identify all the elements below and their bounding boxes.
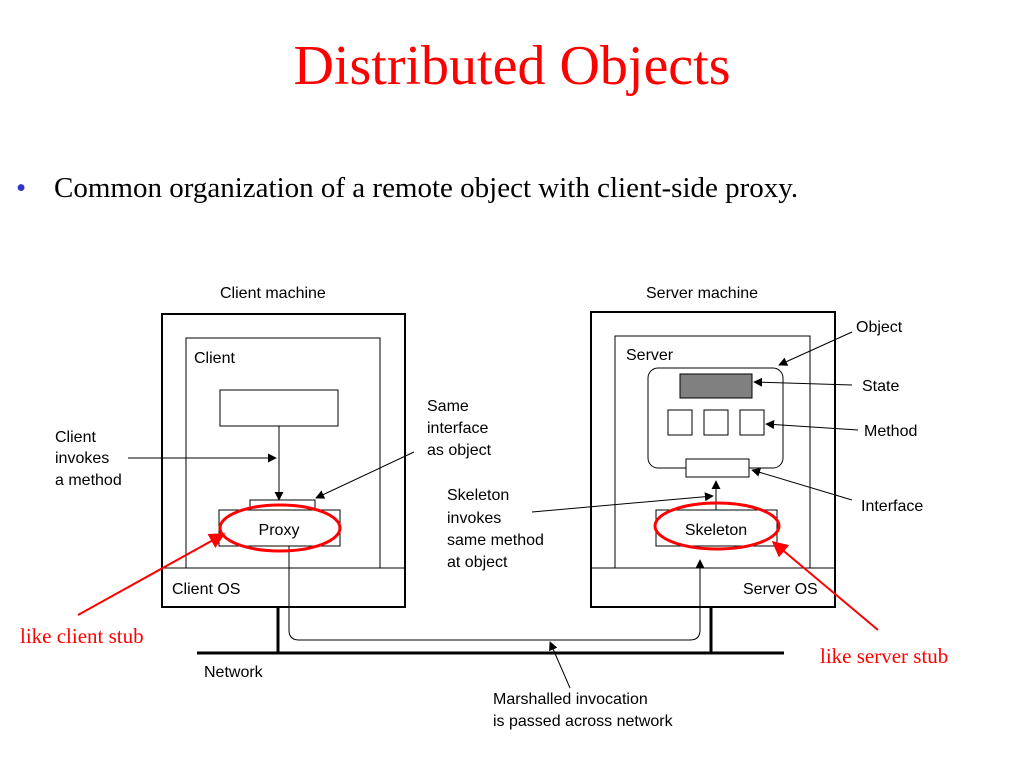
skeleton-invokes-line-1: Skeleton (447, 487, 509, 504)
same-interface-line-3: as object (427, 442, 492, 459)
skeleton-invokes-arrow (531, 492, 714, 513)
skeleton-invokes-line-4: at object (447, 554, 508, 571)
server-stub-annotation: like server stub (820, 644, 948, 668)
object-arrow (778, 331, 853, 366)
interface-box (685, 458, 750, 478)
client-machine-box (161, 313, 406, 608)
method-arrow (765, 420, 859, 431)
skeleton-invokes-line-2: invokes (447, 510, 501, 527)
proxy-box (218, 509, 341, 547)
marshalled-text: Marshalled invocation is passed across n… (493, 691, 674, 730)
skeleton-invokes-line-3: same method (447, 532, 544, 549)
proxy-highlight-ellipse (218, 503, 342, 553)
proxy-label: Proxy (259, 522, 300, 539)
marshalled-line-1: Marshalled invocation (493, 691, 648, 708)
same-interface-line-2: interface (427, 420, 488, 437)
skeleton-highlight-ellipse (653, 501, 781, 551)
skeleton-label: Skeleton (685, 522, 747, 539)
client-stub-annotation: like client stub (20, 624, 144, 648)
method-box-2 (703, 409, 729, 436)
bullet-marker: • (16, 172, 27, 204)
client-os-label: Client OS (172, 581, 240, 598)
same-interface-line-1: Same (427, 398, 469, 415)
client-stub-arrow (77, 533, 226, 616)
skeleton-box (655, 509, 778, 547)
marshalled-arrow (549, 641, 571, 689)
same-interface-text: Same interface as object (427, 398, 493, 459)
client-invokes-line-3: a method (55, 472, 122, 489)
network-label: Network (204, 664, 264, 681)
bullet-text: Common organization of a remote object w… (54, 172, 799, 204)
object-label: Object (856, 319, 903, 336)
client-invokes-text: Client invokes a method (55, 429, 122, 489)
method-label: Method (864, 423, 917, 440)
method-box-1 (667, 409, 693, 436)
bullet-point: • Common organization of a remote object … (16, 170, 798, 206)
server-stub-arrow (771, 540, 879, 631)
server-machine-box (590, 311, 836, 608)
skeleton-invokes-text: Skeleton invokes same method at object (447, 487, 548, 571)
server-machine-label: Server machine (646, 285, 758, 302)
state-box (679, 373, 753, 399)
server-label: Server (626, 347, 674, 364)
slide-title: Distributed Objects (293, 35, 731, 97)
server-os-label: Server OS (743, 581, 818, 598)
client-code-box (219, 389, 339, 427)
interface-arrow (751, 468, 853, 501)
state-label: State (862, 378, 899, 395)
interface-label: Interface (861, 498, 923, 515)
client-invokes-line-2: invokes (55, 450, 109, 467)
client-invokes-line-1: Client (55, 429, 96, 446)
method-box-3 (739, 409, 765, 436)
same-interface-arrow (315, 451, 415, 499)
marshalled-line-2: is passed across network (493, 713, 674, 730)
state-arrow (753, 377, 853, 387)
client-machine-label: Client machine (220, 285, 326, 302)
client-label: Client (194, 350, 235, 367)
invocation-path (288, 546, 705, 641)
